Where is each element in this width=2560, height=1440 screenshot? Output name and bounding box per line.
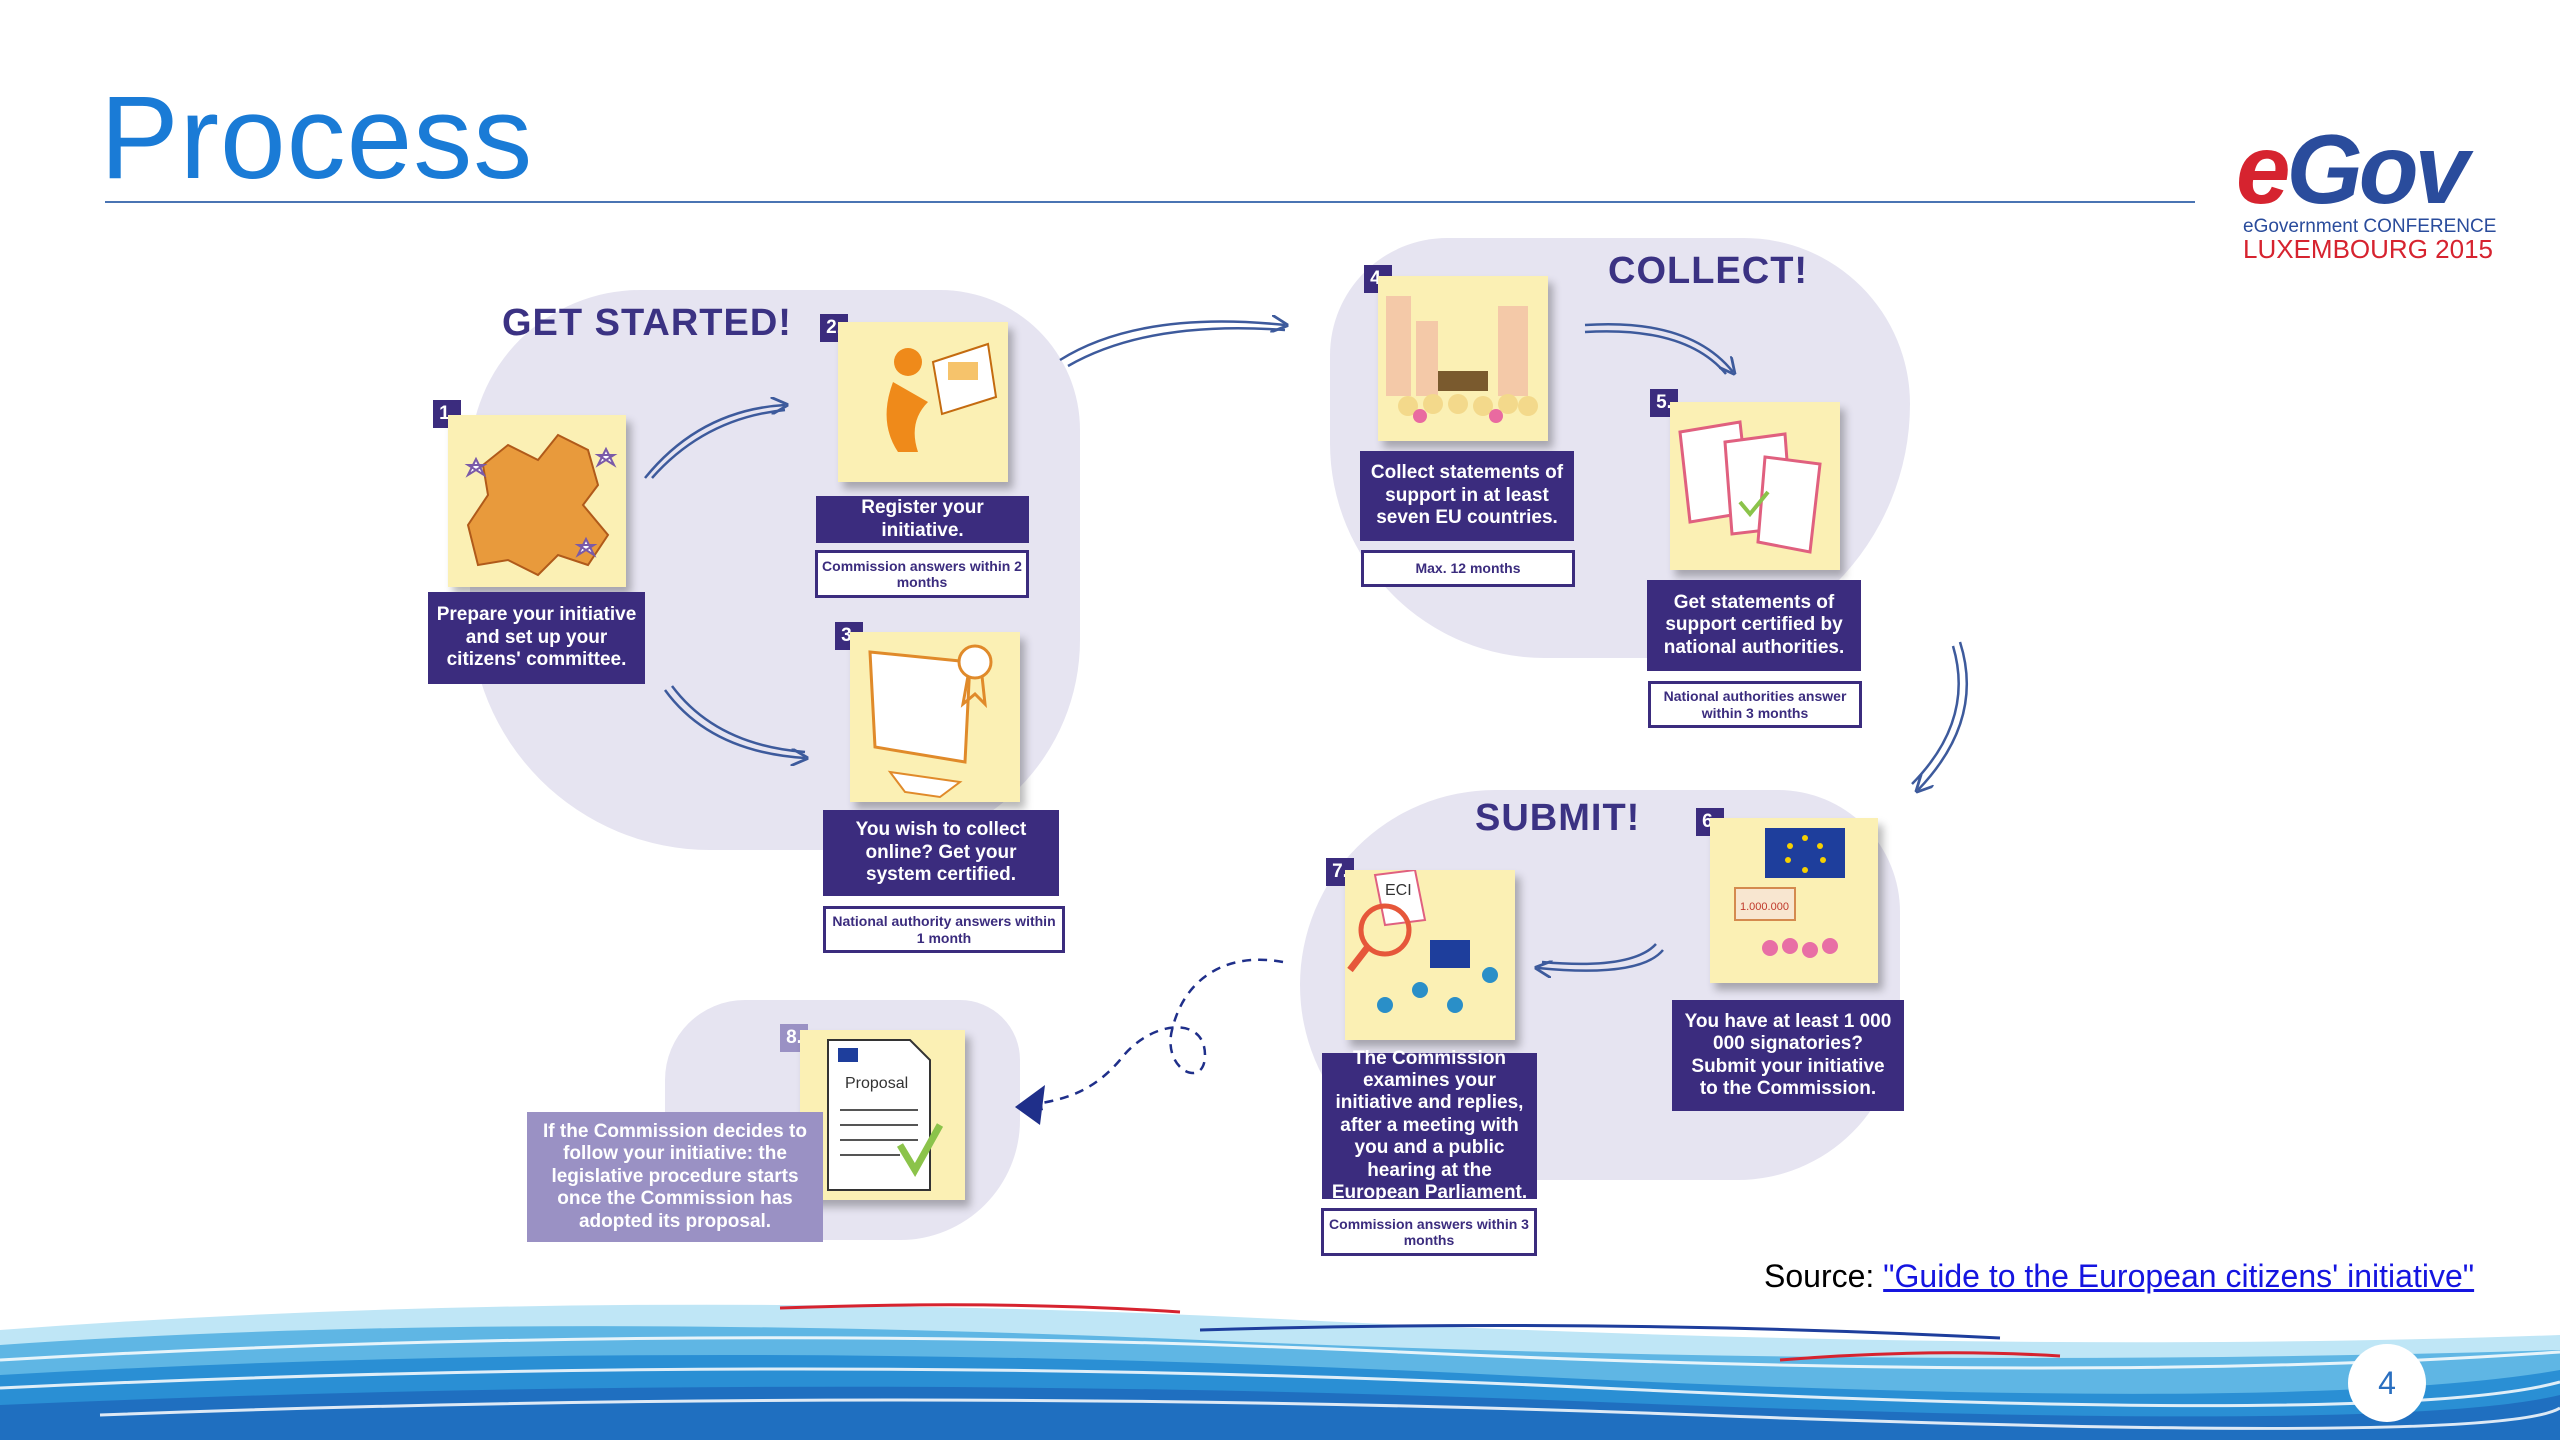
step-3-note: National authority answers within 1 mont… — [823, 906, 1065, 953]
step-5-description: Get statements of support certified by n… — [1647, 580, 1861, 671]
egov-logo: eGov — [2236, 120, 2469, 218]
proposal-document-icon: Proposal — [827, 1039, 944, 1191]
certified-documents-icon — [1678, 420, 1822, 554]
step-4-note: Max. 12 months — [1361, 550, 1575, 587]
phase-submit: SUBMIT! — [1475, 797, 1641, 839]
wave-footer — [0, 1303, 2560, 1440]
step-3-card — [850, 632, 1020, 802]
eu-flag-signatories-icon: 1.000.000 — [1734, 828, 1845, 958]
step-7-card: ECI — [1345, 870, 1515, 1040]
step-2-description: Register your initiative. — [816, 496, 1029, 543]
title-divider — [105, 201, 2195, 203]
arrow-7-to-8-dashed — [1027, 958, 1284, 1111]
crowd-city-icon — [1386, 296, 1538, 423]
step-1-description: Prepare your initiative and set up your … — [428, 592, 645, 684]
step-2-card — [838, 322, 1008, 482]
step-1-card — [448, 415, 626, 587]
phase-collect: COLLECT! — [1608, 250, 1809, 292]
step-3-description: You wish to collect online? Get your sys… — [823, 810, 1059, 896]
source-link[interactable]: "Guide to the European citizens' initiat… — [1883, 1258, 2475, 1294]
commission-hearing-icon: ECI — [1347, 870, 1498, 1013]
step-8-card: Proposal — [800, 1030, 965, 1200]
arrow-6-to-7 — [1538, 949, 1664, 971]
page-number: 4 — [2348, 1344, 2426, 1422]
step-6-description: You have at least 1 000 000 signatories?… — [1672, 1000, 1904, 1111]
page-title: Process — [100, 72, 534, 204]
phase-get-started: GET STARTED! — [502, 302, 792, 344]
arrow-4-to-5 — [1584, 323, 1733, 372]
source-label: Source: — [1764, 1258, 1884, 1294]
europe-map-icon — [464, 433, 618, 577]
certified-screen-icon — [868, 644, 993, 799]
step-8-description: If the Commission decides to follow your… — [527, 1112, 823, 1242]
laptop-user-icon — [886, 342, 998, 452]
step-5-note: National authorities answer within 3 mon… — [1648, 681, 1862, 728]
arrow-5-to-6 — [1918, 641, 1969, 790]
proposal-label: Proposal — [845, 1075, 908, 1092]
step-4-description: Collect statements of support in at leas… — [1360, 451, 1574, 541]
logo-city: LUXEMBOURG 2015 — [2243, 234, 2493, 264]
arrow-2-to-4 — [1059, 322, 1285, 362]
step-6-card: 1.000.000 — [1710, 818, 1878, 983]
step-2-note: Commission answers within 2 months — [815, 550, 1029, 598]
eci-label: ECI — [1385, 882, 1412, 899]
step-7-description: The Commission examines your initiative … — [1322, 1048, 1537, 1203]
step-7-note: Commission answers within 3 months — [1321, 1208, 1537, 1256]
logo-gov: Gov — [2286, 114, 2470, 224]
arrow-1-to-2 — [644, 405, 785, 479]
count-label: 1.000.000 — [1740, 901, 1789, 913]
logo-e: e — [2236, 114, 2290, 224]
arrow-1-to-3 — [663, 689, 805, 758]
step-5-card — [1670, 402, 1840, 570]
logo-subtitle: eGovernment CONFERENCE — [2243, 216, 2497, 237]
source-citation: Source: "Guide to the European citizens'… — [1764, 1258, 2474, 1295]
step-4-card — [1378, 276, 1548, 441]
